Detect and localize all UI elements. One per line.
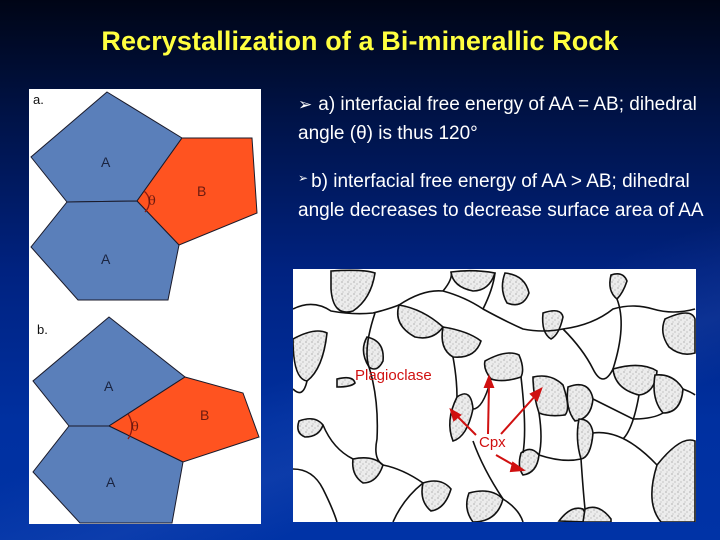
grain-a-bottom: [32, 425, 184, 524]
cpx-label: Cpx: [479, 434, 506, 451]
angle-arc: [127, 413, 133, 440]
grain-label-b: B: [200, 407, 209, 423]
grain-diagram: a. A B A θ b. A B A θ: [30, 91, 260, 524]
bullet-text: a) interfacial free energy of AA = AB; d…: [298, 94, 697, 144]
diagram-b: b. A B A θ: [32, 316, 260, 524]
cpx-grains: [293, 269, 696, 522]
grain-label-a-top: A: [104, 378, 114, 394]
theta-label: θ: [148, 194, 156, 209]
theta-label: θ: [131, 420, 139, 435]
arrow-bullet-icon: ➢: [298, 171, 309, 185]
grain-a-bottom: [30, 200, 180, 301]
angle-arc: [143, 190, 150, 213]
bullet-item-a: ➢a) interfacial free energy of AA = AB; …: [298, 90, 708, 148]
diagram-a: a. A B A θ: [30, 91, 258, 301]
grain-label-a-bottom: A: [106, 474, 116, 490]
grain-label-a-top: A: [101, 154, 111, 170]
bullet-item-b: ➢b) interfacial free energy of AA > AB; …: [298, 164, 708, 225]
micrograph-panel: Plagioclase Cpx: [293, 269, 696, 522]
panel-label-a: a.: [33, 92, 44, 107]
grain-label-a-bottom: A: [101, 251, 111, 267]
grain-b: [107, 376, 260, 463]
plagioclase-label: Plagioclase: [355, 367, 432, 384]
grain-label-b: B: [197, 183, 206, 199]
bullet-list: ➢a) interfacial free energy of AA = AB; …: [298, 90, 708, 241]
slide-title: Recrystallization of a Bi-minerallic Roc…: [101, 26, 619, 56]
panel-label-b: b.: [37, 322, 48, 337]
bullet-text: b) interfacial free energy of AA > AB; d…: [298, 171, 704, 221]
grain-diagram-panel: a. A B A θ b. A B A θ: [29, 89, 261, 524]
micrograph-drawing: [293, 269, 696, 522]
cpx-arrows: [449, 374, 543, 473]
arrow-bullet-icon: ➢: [298, 95, 313, 114]
grain-b: [136, 137, 258, 246]
